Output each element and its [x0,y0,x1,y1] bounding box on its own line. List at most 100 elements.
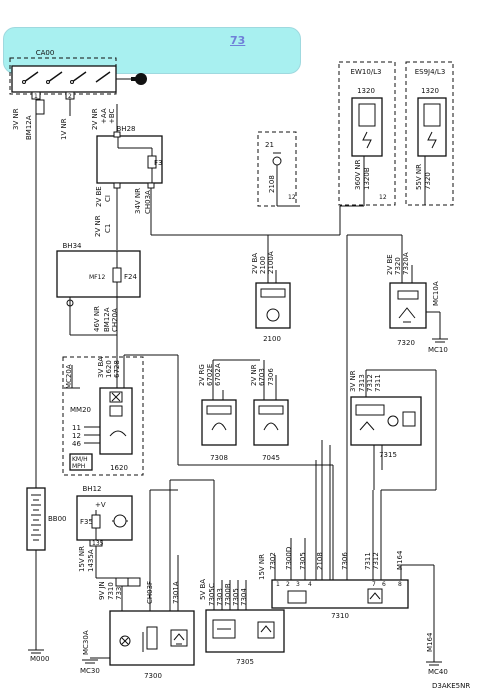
svg-text:2V NR: 2V NR [91,108,99,130]
bh28-fuse-box: BH28 F3 [96,125,163,189]
svg-text:7302: 7302 [269,552,277,570]
svg-text:2100A: 2100A [267,251,275,274]
svg-text:KM/H: KM/H [72,456,88,463]
component-1620-speed-sensor: MC20A MM20 3V BA 1620 6728 11 12 46 KM/H… [62,356,144,476]
mc30-ground: MC30A MC30 [80,630,110,675]
svg-text:7330: 7330 [115,582,123,600]
svg-text:BM12A: BM12A [25,115,33,140]
svg-text:F35: F35 [80,518,93,526]
bh34-fuse-box: BH34 MF12 F24 [56,242,141,307]
svg-text:2: 2 [68,93,72,100]
svg-text:46V NR: 46V NR [93,306,101,332]
svg-text:12: 12 [379,194,387,201]
svg-text:7305C: 7305C [208,583,216,606]
svg-text:2V BE: 2V BE [95,186,103,207]
svg-text:1V NR: 1V NR [60,118,68,140]
svg-text:6: 6 [382,581,386,588]
svg-text:7312: 7312 [366,374,374,392]
svg-text:7: 7 [372,581,376,588]
svg-text:7304: 7304 [240,588,248,606]
svg-text:7306: 7306 [267,368,275,386]
svg-text:11: 11 [72,424,81,432]
svg-text:1320: 1320 [357,87,375,95]
svg-text:MPH: MPH [72,463,85,470]
svg-text:7300: 7300 [144,672,162,680]
svg-text:7312: 7312 [372,552,380,570]
svg-text:7320: 7320 [394,257,402,275]
svg-text:7311: 7311 [364,552,372,570]
component-7305: 5V BA 7305C 7303 7300B 7305 7304 7305 [199,579,285,666]
svg-text:2108: 2108 [268,175,276,193]
component-7315: 3V NR 7313 7312 7311 7315 [349,370,422,459]
svg-text:15V NR: 15V NR [258,554,266,580]
svg-text:MF12: MF12 [89,274,105,281]
svg-text:7315: 7315 [379,451,397,459]
svg-text:7310: 7310 [107,582,115,600]
svg-text:CI: CI [104,195,112,202]
svg-text:12: 12 [288,194,296,201]
svg-text:7320: 7320 [424,172,432,190]
svg-text:2: 2 [286,581,290,588]
ca00-ignition-switch: CA00 1 2 [9,49,147,115]
svg-text:+AA: +AA [100,108,108,124]
svg-text:BH28: BH28 [117,125,136,133]
svg-text:2V BA: 2V BA [251,253,259,274]
svg-text:7045: 7045 [262,454,280,462]
svg-text:9V JN: 9V JN [98,581,106,600]
svg-text:7303: 7303 [216,588,224,606]
svg-text:3V NR: 3V NR [349,370,357,392]
svg-text:7308: 7308 [210,454,228,462]
svg-text:1620: 1620 [105,360,113,378]
component-7308: 2V RG 6702E 6702A 7308 [198,363,237,462]
svg-text:1320B: 1320B [363,167,371,190]
svg-text:ES9J4/L3: ES9J4/L3 [415,68,446,76]
mc40-ground: M164 MC40 [426,632,448,676]
svg-text:6702E: 6702E [206,364,214,386]
svg-text:1320: 1320 [421,87,439,95]
svg-text:M164: M164 [426,632,434,652]
svg-text:6703: 6703 [258,368,266,386]
svg-text:7305: 7305 [236,658,254,666]
svg-text:+BC: +BC [108,108,116,124]
svg-text:7306: 7306 [341,552,349,570]
svg-text:1620: 1620 [110,464,128,472]
svg-text:6702A: 6702A [214,363,222,386]
svg-text:BM12A: BM12A [103,307,111,332]
svg-text:+V: +V [95,501,106,509]
component-7320: 2V BE 7320 7320A 7320 [386,252,427,347]
svg-text:MC30: MC30 [80,667,100,675]
svg-text:21: 21 [265,141,274,149]
svg-text:3V NR: 3V NR [12,108,20,130]
svg-text:15V NR: 15V NR [78,546,86,572]
svg-text:2100: 2100 [259,256,267,274]
svg-text:BH12: BH12 [83,485,102,493]
component-1320-es9j4: ES9J4/L3 1320 55V NR 7320 [405,61,454,206]
svg-text:7300D: 7300D [285,547,293,570]
svg-text:F24: F24 [124,273,137,281]
svg-text:7320: 7320 [397,339,415,347]
svg-text:7301A: 7301A [172,581,180,604]
page-number-link[interactable]: 73 [230,34,246,47]
svg-text:55V NR: 55V NR [415,164,423,190]
svg-text:C1: C1 [104,224,112,233]
svg-text:7311: 7311 [374,374,382,392]
component-7310-module: 15V NR 7302 7300D 7305 2108 7306 7311 73… [258,547,409,620]
svg-text:MC20A: MC20A [65,364,73,389]
svg-text:7320A: 7320A [402,252,410,275]
svg-text:7310: 7310 [331,612,349,620]
svg-text:CH20A: CH20A [111,308,119,332]
key-icon [135,73,147,85]
svg-text:360V NR: 360V NR [354,159,362,190]
svg-text:2100: 2100 [263,335,281,343]
component-2100: 2V BA 2100 2100A 2100 [251,251,291,343]
svg-text:MC10A: MC10A [432,281,440,306]
drawing-reference: D3AKE5NR [432,682,470,690]
svg-text:2V BE: 2V BE [386,254,394,275]
svg-text:3V BA: 3V BA [97,357,105,378]
mc10-ground: MC10A MC10 [428,281,448,354]
svg-text:7313: 7313 [358,374,366,392]
svg-text:M000: M000 [30,655,49,663]
component-1320-ew10: EW10/L3 1320 360V NR 1320B 12 [338,61,396,206]
svg-text:7305: 7305 [299,552,307,570]
